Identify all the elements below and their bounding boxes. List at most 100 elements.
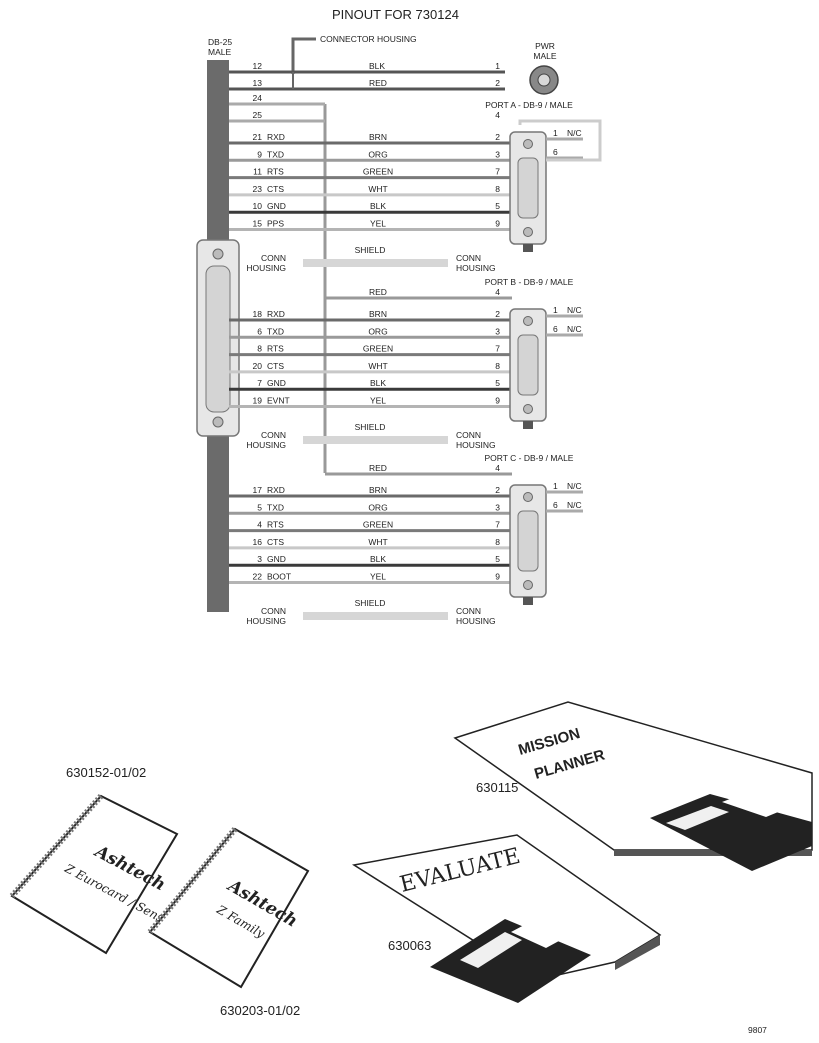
conn-left-line1: CONN (261, 253, 286, 263)
pwr-label-line2: MALE (533, 51, 556, 61)
port-title: PORT B - DB-9 / MALE (485, 277, 574, 287)
db9-pin: 2 (495, 309, 500, 319)
power-db-pin: 12 (253, 61, 263, 71)
evaluate-floppy-disk (430, 914, 591, 1003)
figure-number: 9807 (748, 1025, 767, 1035)
db9-pin: 3 (495, 149, 500, 159)
conn-left-line1: CONN (261, 606, 286, 616)
db9-pin: 5 (495, 201, 500, 211)
db9-pin: 9 (495, 572, 500, 582)
extra-pin-number: 1 (553, 128, 558, 138)
connector-housing-label: CONNECTOR HOUSING (320, 34, 417, 44)
signal-name: RXD (267, 309, 285, 319)
evaluate-part-number: 630063 (388, 938, 431, 953)
power-dc-pin: 1 (495, 61, 500, 71)
wire-color: YEL (370, 572, 386, 582)
extra-pin-note: N/C (567, 500, 582, 510)
db9-pin: 3 (495, 502, 500, 512)
wire-color: ORG (368, 326, 387, 336)
extra-pin-note: N/C (567, 305, 582, 315)
extra-pin-number: 6 (553, 500, 558, 510)
wire-color: BRN (369, 485, 387, 495)
pin4-number: 4 (495, 110, 500, 120)
conn-right-line1: CONN (456, 606, 481, 616)
db25-pin: 4 (257, 520, 262, 530)
db25-pin: 7 (257, 378, 262, 388)
db9-connector (509, 131, 547, 252)
db25-label-line2: MALE (208, 47, 231, 57)
pin4-color: RED (369, 287, 387, 297)
db25-pin: 8 (257, 344, 262, 354)
pwr-label-line1: PWR (535, 41, 555, 51)
db25-pin: 16 (253, 537, 263, 547)
connector-housing-wire: CONNECTOR HOUSING (291, 34, 417, 74)
wire-color: GREEN (363, 520, 393, 530)
db9-pin: 3 (495, 326, 500, 336)
db25-pin: 21 (253, 132, 263, 142)
db25-pin: 10 (253, 201, 263, 211)
mission-part-number: 630115 (476, 780, 518, 795)
signal-name: GND (267, 554, 286, 564)
db9-pin: 2 (495, 132, 500, 142)
shield-bar (303, 612, 448, 620)
signal-name: RTS (267, 344, 284, 354)
wire-color: YEL (370, 396, 386, 406)
db25-pin: 6 (257, 326, 262, 336)
conn-left-line2: HOUSING (246, 440, 286, 450)
wire-color: GREEN (363, 344, 393, 354)
signal-name: BOOT (267, 572, 291, 582)
db9-connector (509, 308, 547, 429)
db9-pin: 7 (495, 344, 500, 354)
wire-color: WHT (368, 361, 387, 371)
shield-bar (303, 436, 448, 444)
wire-color: WHT (368, 537, 387, 547)
pin4-number: 4 (495, 287, 500, 297)
db9-pin: 8 (495, 184, 500, 194)
signal-name: TXD (267, 149, 284, 159)
signal-name: CTS (267, 361, 284, 371)
conn-left-line2: HOUSING (246, 616, 286, 626)
db9-pin: 8 (495, 537, 500, 547)
db9-pin: 7 (495, 520, 500, 530)
wire-color: WHT (368, 184, 387, 194)
manual-a-part-number: 630152-01/02 (66, 765, 146, 780)
power-db-pin: 13 (253, 78, 263, 88)
db9-pin: 7 (495, 167, 500, 177)
extra-pin-note: N/C (567, 324, 582, 334)
pin4-number: 4 (495, 463, 500, 473)
shield-label: SHIELD (355, 598, 386, 608)
db25-pin: 22 (253, 572, 263, 582)
wiring-diagram: PINOUT FOR 730124 DB-25 MALE CONNECTOR H… (196, 7, 602, 626)
wire-color: YEL (370, 219, 386, 229)
extra-pin-number: 6 (553, 147, 558, 157)
db25-pin: 9 (257, 149, 262, 159)
shield-label: SHIELD (355, 422, 386, 432)
signal-name: PPS (267, 219, 284, 229)
wire-color: BLK (370, 201, 386, 211)
diagram-title: PINOUT FOR 730124 (332, 7, 459, 22)
conn-right-line1: CONN (456, 253, 481, 263)
bus-db-pin: 24 (253, 93, 263, 103)
wire-color: GREEN (363, 167, 393, 177)
extra-pin-number: 6 (553, 324, 558, 334)
wire-color: BRN (369, 132, 387, 142)
conn-left-line2: HOUSING (246, 263, 286, 273)
conn-right-line2: HOUSING (456, 616, 496, 626)
signal-name: GND (267, 378, 286, 388)
db25-pin: 19 (253, 396, 263, 406)
wire-color: ORG (368, 149, 387, 159)
signal-name: GND (267, 201, 286, 211)
signal-name: RTS (267, 167, 284, 177)
db25-pin: 15 (253, 219, 263, 229)
extra-pin-note: N/C (567, 128, 582, 138)
db25-label-line1: DB-25 (208, 37, 232, 47)
signal-name: TXD (267, 326, 284, 336)
conn-right-line2: HOUSING (456, 440, 496, 450)
db25-pin: 17 (253, 485, 263, 495)
db25-pin: 20 (253, 361, 263, 371)
signal-name: TXD (267, 502, 284, 512)
